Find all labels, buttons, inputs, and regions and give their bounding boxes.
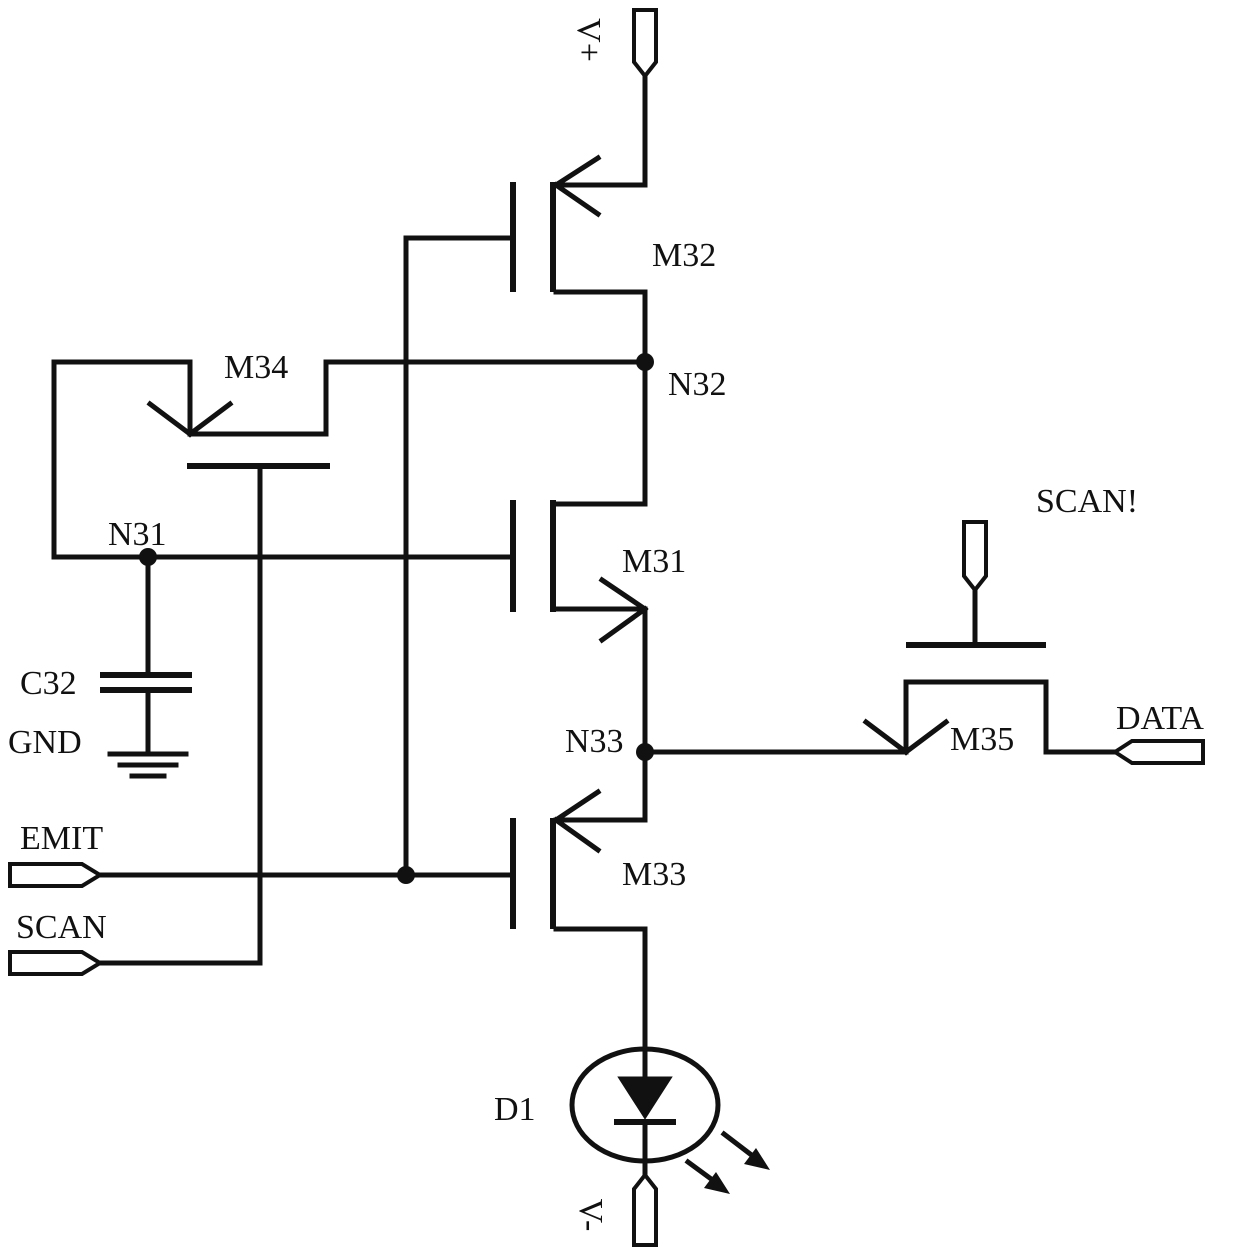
d1-label: D1 [494,1091,536,1128]
m33-label: M33 [622,856,686,893]
scan-label: SCAN [16,909,107,946]
c32-label: C32 [20,665,77,702]
m35-label: M35 [950,721,1014,758]
ground-icon [110,754,186,776]
gnd-label: GND [8,724,82,761]
vplus-terminal [634,10,656,76]
n32-label: N32 [668,366,727,403]
transistor-m33 [100,752,645,1048]
m31-label: M31 [622,543,686,580]
capacitor-c32 [100,557,192,754]
emit-terminal [10,864,100,886]
vminus-label: V- [572,1199,609,1232]
n33-label: N33 [565,723,624,760]
vminus-terminal [634,1175,656,1245]
n31-label: N31 [108,516,167,553]
data-terminal [1115,741,1203,763]
m34-label: M34 [224,349,288,386]
emit-label: EMIT [20,820,103,857]
m32-label: M32 [652,237,716,274]
scan-terminal [10,952,100,974]
vplus-label: V+ [570,18,607,62]
transistor-m35 [645,522,1115,752]
emit-junction [397,866,415,884]
transistor-m31 [148,362,645,752]
data-label: DATA [1116,700,1204,737]
scan-bar-label: SCAN! [1036,483,1138,520]
led-d1 [572,1048,718,1175]
